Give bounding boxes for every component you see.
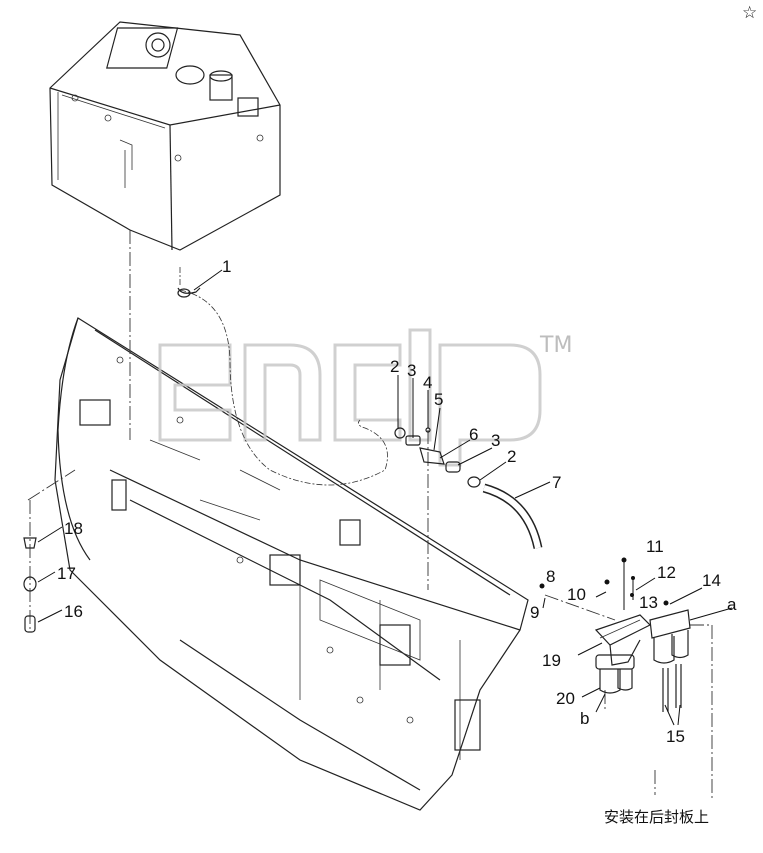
bolt-set — [23, 537, 37, 633]
installation-note: 安装在后封板上 — [604, 808, 709, 826]
label-3b: 3 — [491, 431, 500, 450]
assembly-lines — [27, 230, 713, 800]
machine-frame — [54, 317, 529, 811]
label-7: 7 — [552, 473, 561, 492]
label-3a: 3 — [407, 361, 416, 380]
label-13: 13 — [639, 593, 658, 612]
label-1: 1 — [222, 257, 231, 276]
label-8: 8 — [546, 567, 555, 586]
label-19: 19 — [542, 651, 561, 670]
hose — [482, 483, 543, 550]
label-5: 5 — [434, 390, 443, 409]
label-18: 18 — [64, 519, 83, 538]
fuel-tank — [49, 21, 281, 251]
label-a: a — [727, 595, 737, 614]
corner-star-mark: ☆ — [742, 3, 757, 22]
label-16: 16 — [64, 602, 83, 621]
label-2a: 2 — [390, 357, 399, 376]
drain-valve — [177, 287, 201, 298]
label-14: 14 — [702, 571, 721, 590]
label-10: 10 — [567, 585, 586, 604]
connector-group — [394, 427, 481, 488]
label-6: 6 — [469, 425, 478, 444]
leader-lines — [37, 269, 733, 726]
label-12: 12 — [657, 563, 676, 582]
label-20: 20 — [556, 689, 575, 708]
label-17: 17 — [57, 564, 76, 583]
label-11: 11 — [646, 537, 664, 556]
label-2b: 2 — [507, 447, 516, 466]
label-b: b — [580, 709, 589, 728]
watermark-tm: TM — [539, 333, 572, 358]
fuel-line — [179, 265, 388, 486]
callout-labels: 1 2 3 4 5 6 3 2 7 18 17 16 11 12 8 14 10… — [57, 257, 737, 746]
label-9: 9 — [530, 603, 539, 622]
filter-assembly — [539, 557, 691, 712]
watermark-logo: TM — [158, 328, 572, 467]
label-15: 15 — [666, 727, 685, 746]
label-4: 4 — [423, 373, 432, 392]
